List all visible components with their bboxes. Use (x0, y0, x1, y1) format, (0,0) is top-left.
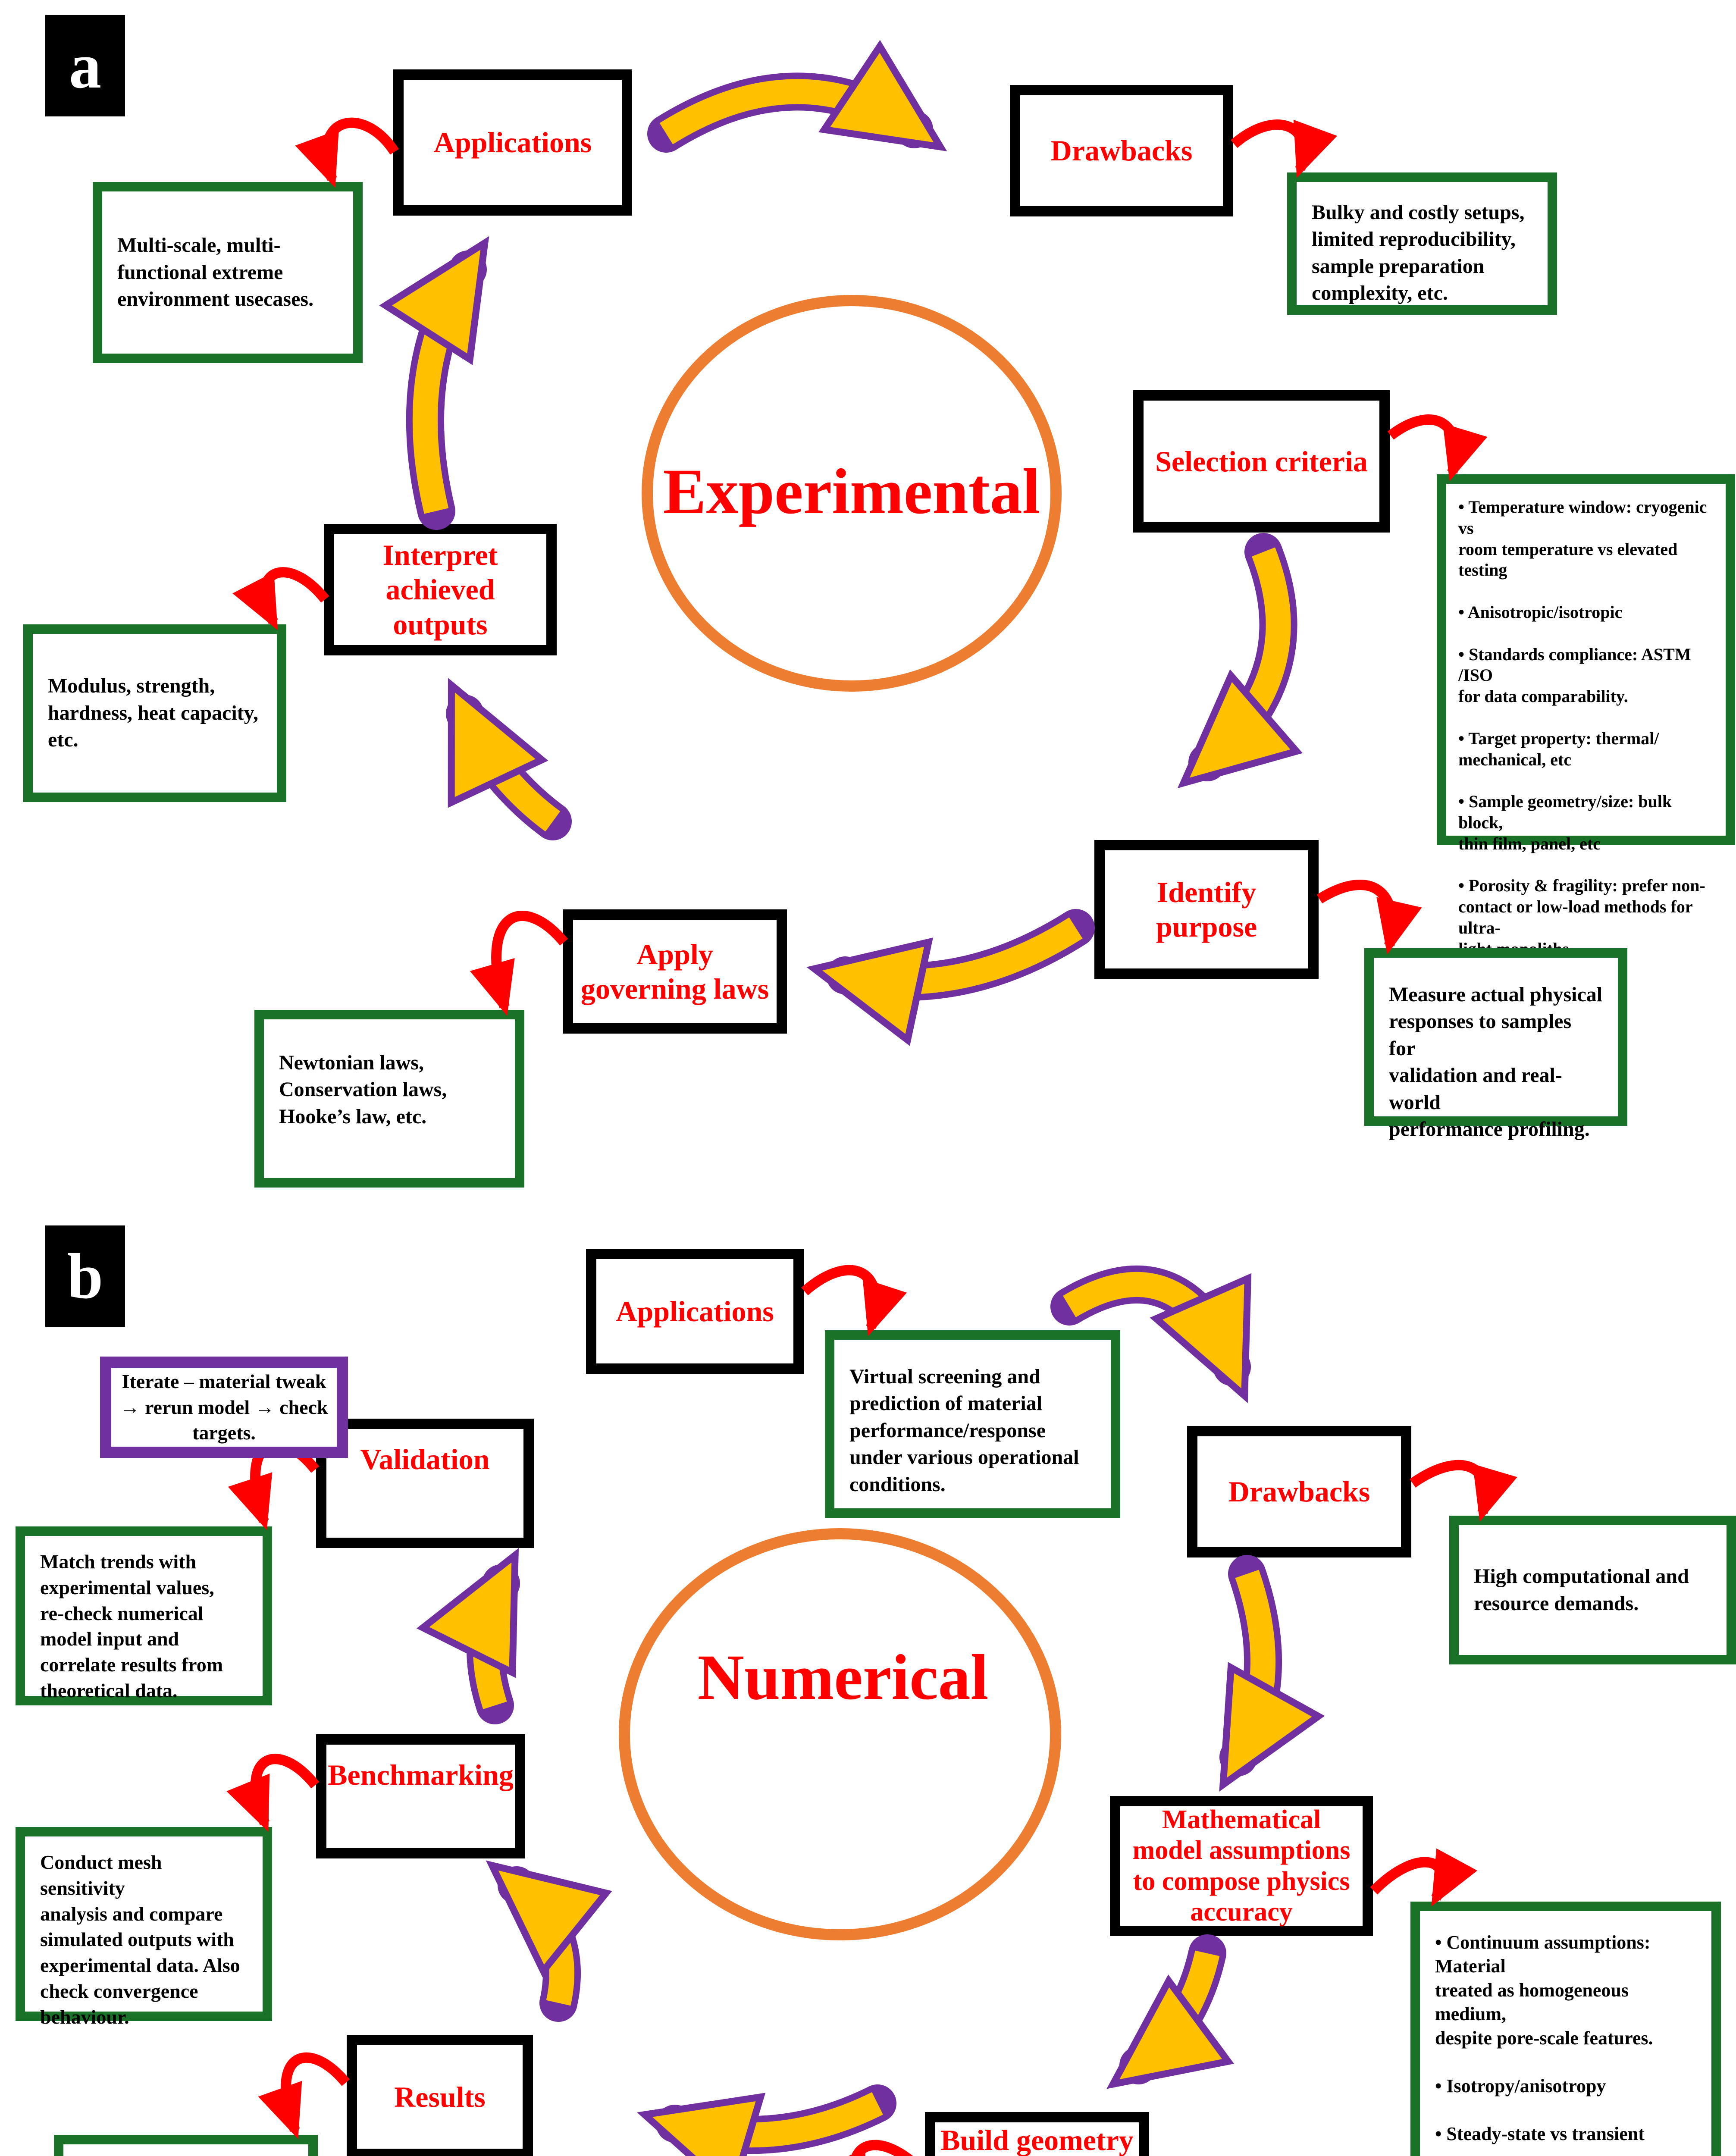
node-results-b-label: Results (394, 2080, 486, 2113)
node-benchmarking-b: Benchmarking (316, 1734, 525, 1858)
arrow-buildgeometry-to-results-b (637, 2084, 896, 2156)
red-arrow-buildgeometry-note-b (822, 2140, 913, 2156)
node-apply-governing-laws-a: Apply governing laws (563, 909, 787, 1034)
panel-a-tag-label: a (69, 30, 101, 102)
note-apply-governing-laws-a-text: Newtonian laws, Conservation laws, Hooke… (279, 1051, 447, 1128)
node-applications-b-label: Applications (616, 1294, 774, 1328)
node-applications-a-label: Applications (433, 126, 592, 159)
node-build-geometry-b: Build geometry & mesh generation (925, 2112, 1149, 2156)
note-apply-governing-laws-a: Newtonian laws, Conservation laws, Hooke… (254, 1010, 524, 1188)
red-arrow-results-note-b (258, 2052, 350, 2139)
red-arrow-applications-note-a (295, 117, 399, 188)
panel-b-tag: b (45, 1225, 125, 1327)
node-interpret-outputs-a: Interpret achieved outputs (324, 524, 557, 655)
node-applications-a: Applications (393, 69, 632, 216)
node-drawbacks-a: Drawbacks (1010, 85, 1233, 216)
node-validation-b: Validation (316, 1419, 534, 1548)
note-validation-b-text: Match trends with experimental values, r… (40, 1551, 223, 1702)
red-arrow-benchmarking-note-b (226, 1754, 320, 1832)
node-identify-purpose-a-label: Identify purpose (1156, 875, 1257, 943)
node-results-b: Results (347, 2035, 533, 2156)
node-math-model-b: Mathematical model assumptions to compos… (1110, 1796, 1373, 1936)
node-applications-b: Applications (586, 1249, 804, 1374)
note-benchmarking-b-text: Conduct mesh sensitivity analysis and co… (40, 1851, 240, 2028)
arrow-selection-to-identify-a (1177, 533, 1303, 789)
note-applications-a-text: Multi-scale, multi- functional extreme e… (117, 234, 314, 311)
note-drawbacks-b-text: High computational and resource demands. (1474, 1565, 1689, 1615)
note-results-b: Generate synthetic data for foundational… (54, 2135, 318, 2156)
arrow-benchmarking-to-validation-b (417, 1548, 520, 1724)
note-interpret-outputs-a-text: Modulus, strength, hardness, heat capaci… (48, 674, 259, 752)
node-drawbacks-b-label: Drawbacks (1228, 1475, 1370, 1508)
arrow-results-to-benchmarking-b (486, 1860, 612, 2022)
arrow-apply-to-interpret-a (446, 677, 572, 840)
note-applications-a: Multi-scale, multi- functional extreme e… (93, 182, 363, 363)
note-applications-b-text: Virtual screening and prediction of mate… (849, 1365, 1079, 1496)
node-apply-governing-laws-a-label: Apply governing laws (580, 937, 769, 1005)
node-benchmarking-b-label: Benchmarking (328, 1758, 514, 1791)
note-validation-b: Match trends with experimental values, r… (16, 1526, 272, 1705)
note-results-b-text: Generate synthetic data for foundational… (63, 2144, 295, 2156)
red-arrow-applications-note-b (801, 1265, 907, 1336)
note-identify-purpose-a-text: Measure actual physical responses to sam… (1389, 983, 1603, 1141)
note-interpret-outputs-a: Modulus, strength, hardness, heat capaci… (23, 624, 286, 802)
cycle-title-b: Numerical (638, 1595, 1048, 1759)
note-selection-criteria-a-text: • Temperature window: cryogenic vs room … (1458, 497, 1707, 959)
arrow-interpret-to-applications-a (379, 236, 489, 530)
arrow-applications-to-drawbacks-a (647, 40, 947, 153)
node-build-geometry-b-label: Build geometry & mesh generation (940, 2123, 1134, 2156)
cycle-title-a: Experimental (647, 410, 1056, 573)
red-arrow-mathmodel-note-b (1370, 1848, 1478, 1907)
arrow-identify-to-apply-a (806, 909, 1095, 1046)
red-arrow-drawbacks-note-a (1231, 119, 1337, 178)
red-arrow-drawbacks-note-b (1410, 1460, 1517, 1522)
note-iterate-b: Iterate – material tweak → rerun model →… (100, 1357, 348, 1458)
note-applications-b: Virtual screening and prediction of mate… (825, 1330, 1120, 1518)
red-arrow-interpret-note-a (232, 567, 329, 630)
note-identify-purpose-a: Measure actual physical responses to sam… (1364, 948, 1627, 1141)
cycle-title-a-text: Experimental (663, 456, 1040, 527)
panel-b-tag-label: b (67, 1240, 103, 1312)
arrow-mathmodel-to-buildgeometry-b (1106, 1934, 1235, 2089)
node-identify-purpose-a: Identify purpose (1094, 840, 1319, 979)
red-arrow-identify-note-a (1316, 880, 1422, 955)
note-drawbacks-b: High computational and resource demands. (1449, 1516, 1736, 1664)
cycle-title-b-text: Numerical (697, 1642, 989, 1713)
panel-a-tag: a (45, 15, 125, 116)
red-arrow-selection-note-a (1387, 414, 1488, 482)
note-drawbacks-a: Bulky and costly setups, limited reprodu… (1287, 172, 1557, 315)
node-selection-criteria-a: Selection criteria (1133, 390, 1390, 533)
arrow-drawbacks-to-mathmodel-b (1219, 1555, 1325, 1792)
node-validation-b-label: Validation (360, 1443, 490, 1476)
node-drawbacks-a-label: Drawbacks (1050, 134, 1193, 167)
note-drawbacks-a-text: Bulky and costly setups, limited reprodu… (1312, 201, 1525, 305)
note-math-model-b: • Continuum assumptions: Material treate… (1410, 1902, 1721, 2156)
node-math-model-b-label: Mathematical model assumptions to compos… (1132, 1805, 1351, 1927)
note-math-model-b-text: • Continuum assumptions: Material treate… (1435, 1932, 1653, 2144)
node-selection-criteria-a-label: Selection criteria (1155, 445, 1368, 478)
note-benchmarking-b: Conduct mesh sensitivity analysis and co… (16, 1827, 272, 2028)
node-interpret-outputs-a-label: Interpret achieved outputs (382, 539, 498, 641)
node-drawbacks-b: Drawbacks (1187, 1426, 1411, 1557)
red-arrow-apply-note-a (470, 911, 568, 1016)
note-selection-criteria-a: • Temperature window: cryogenic vs room … (1437, 474, 1735, 959)
note-iterate-b-text: Iterate – material tweak → rerun model →… (120, 1370, 328, 1444)
